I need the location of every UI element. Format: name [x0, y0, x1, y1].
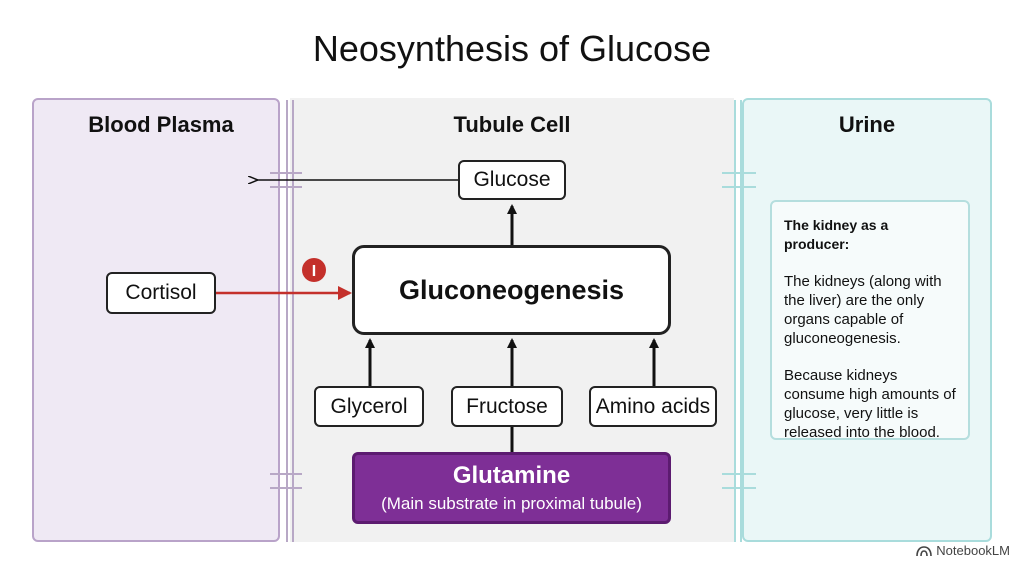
amino-acids-node: Amino acids	[589, 386, 717, 427]
watermark-label: NotebookLM	[936, 543, 1010, 558]
apical-channel-ticks	[722, 172, 756, 489]
glutamine-node: Glutamine (Main substrate in proximal tu…	[352, 452, 671, 524]
glutamine-title: Glutamine	[452, 462, 571, 489]
basolateral-membrane-line	[286, 100, 288, 542]
blood-plasma-label: Blood Plasma	[88, 112, 234, 137]
cortisol-node: Cortisol	[106, 272, 216, 314]
glycerol-node: Glycerol	[314, 386, 424, 427]
urine-label: Urine	[838, 112, 896, 137]
notebooklm-logo-icon	[916, 545, 933, 556]
apical-membrane-line-inner	[740, 100, 742, 542]
apical-membrane-line	[734, 100, 736, 542]
blood-plasma-panel	[32, 98, 280, 542]
note-paragraph-1: The kidneys (along with the liver) are t…	[784, 273, 942, 347]
note-heading: The kidney as a producer:	[784, 217, 889, 252]
basolateral-membrane-line-inner	[292, 100, 294, 542]
glucose-node: Glucose	[458, 160, 566, 200]
notebooklm-watermark: NotebookLM	[916, 543, 1010, 558]
gluconeogenesis-node: Gluconeogenesis	[352, 245, 671, 335]
induction-marker-label: I	[312, 263, 316, 280]
fructose-node: Fructose	[451, 386, 563, 427]
induction-marker-circle	[302, 258, 326, 282]
note-paragraph-2: Because kidneys consume high amounts of …	[784, 367, 956, 441]
glutamine-subtitle: (Main substrate in proximal tubule)	[381, 494, 642, 513]
page-title: Neosynthesis of Glucose	[312, 28, 712, 69]
membrane-channel-ticks	[270, 172, 302, 489]
kidney-producer-note: The kidney as a producer: The kidneys (a…	[770, 200, 970, 441]
tubule-cell-label: Tubule Cell	[453, 112, 571, 137]
